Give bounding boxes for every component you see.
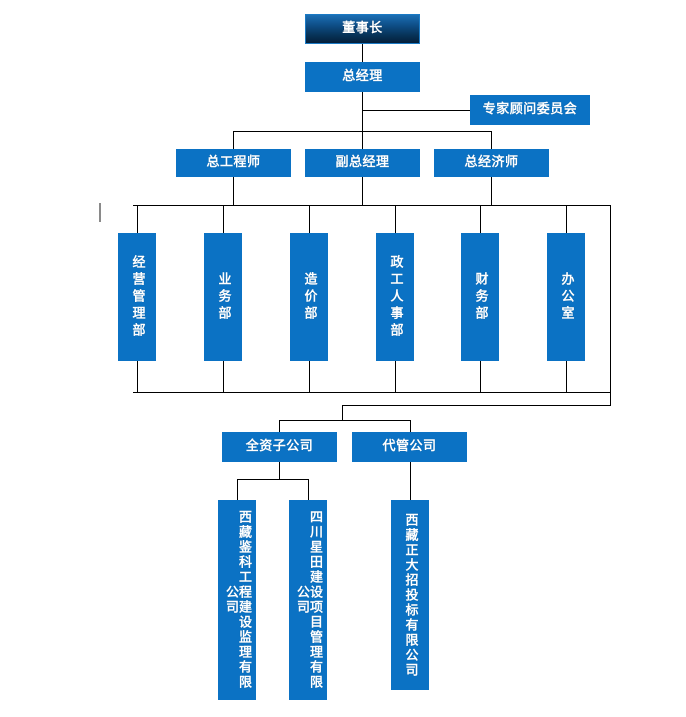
node-advisory-committee[interactable]: 专家顾问委员会 <box>470 95 590 125</box>
connector-drop-dept-4 <box>395 205 396 235</box>
connector-to-companies <box>342 405 611 406</box>
connector-drop-dept-3 <box>309 205 310 235</box>
connector-deputy-gm-down <box>362 177 363 205</box>
node-wholly-owned-subsidiary-group[interactable]: 全资子公司 <box>222 432 337 462</box>
node-deputy-general-manager[interactable]: 副总经理 <box>305 149 420 177</box>
connector-drop-subsidiary-1 <box>237 479 238 500</box>
connector-drop-chief-economist <box>491 131 492 149</box>
node-department-office[interactable]: 办公室 <box>547 233 585 361</box>
node-department-finance[interactable]: 财务部 <box>461 233 499 361</box>
node-chairman[interactable]: 董事长 <box>305 14 420 44</box>
connector-gm-trunk <box>362 92 363 154</box>
connector-departments-bus-bottom <box>133 392 611 393</box>
connector-drop-dept-6 <box>566 205 567 235</box>
connector-drop-dept-1 <box>137 205 138 235</box>
connector-company-groups-bus <box>279 420 410 421</box>
node-chief-economist[interactable]: 总经济师 <box>434 149 549 177</box>
connector-managed-down <box>410 462 411 500</box>
connector-ghost-tick <box>99 203 101 222</box>
connector-dept-2-down <box>223 361 224 392</box>
connector-chief-engineer-down <box>233 177 234 205</box>
connector-companies-drop <box>342 405 343 420</box>
connector-wholly-owned-down <box>279 462 280 479</box>
connector-departments-bus-top <box>133 205 611 206</box>
connector-drop-chief-engineer <box>233 131 234 149</box>
node-managed-company-group[interactable]: 代管公司 <box>352 432 467 462</box>
connector-dept-6-down <box>566 361 567 392</box>
node-subsidiary-sichuan-xingtian[interactable]: 四川星田建设项目管理有限公司 <box>289 500 327 700</box>
connector-executives-bus <box>233 131 492 132</box>
connector-drop-dept-2 <box>223 205 224 235</box>
node-chief-engineer[interactable]: 总工程师 <box>176 149 291 177</box>
node-subsidiary-xizang-zhengda[interactable]: 西藏正大招投标有限公司 <box>391 500 429 690</box>
connector-right-rail <box>610 205 611 405</box>
connector-drop-dept-5 <box>480 205 481 235</box>
connector-gm-to-advisory <box>362 110 471 111</box>
node-subsidiary-xizang-jianke[interactable]: 西藏鉴科工程建设监理有限公司 <box>218 500 256 700</box>
connector-chief-economist-down <box>491 177 492 205</box>
node-department-political-hr[interactable]: 政工人事部 <box>376 233 414 361</box>
connector-dept-3-down <box>309 361 310 392</box>
connector-chairman-to-gm <box>362 44 363 62</box>
connector-dept-1-down <box>137 361 138 392</box>
connector-dept-4-down <box>395 361 396 392</box>
node-department-cost[interactable]: 造价部 <box>290 233 328 361</box>
connector-dept-5-down <box>480 361 481 392</box>
connector-drop-managed <box>410 420 411 432</box>
node-department-business[interactable]: 业务部 <box>204 233 242 361</box>
connector-drop-subsidiary-2 <box>308 479 309 500</box>
node-department-operations-management[interactable]: 经营管理部 <box>118 233 156 361</box>
connector-subsidiaries-bus <box>237 479 309 480</box>
node-general-manager[interactable]: 总经理 <box>305 62 420 92</box>
connector-drop-wholly-owned <box>279 420 280 432</box>
